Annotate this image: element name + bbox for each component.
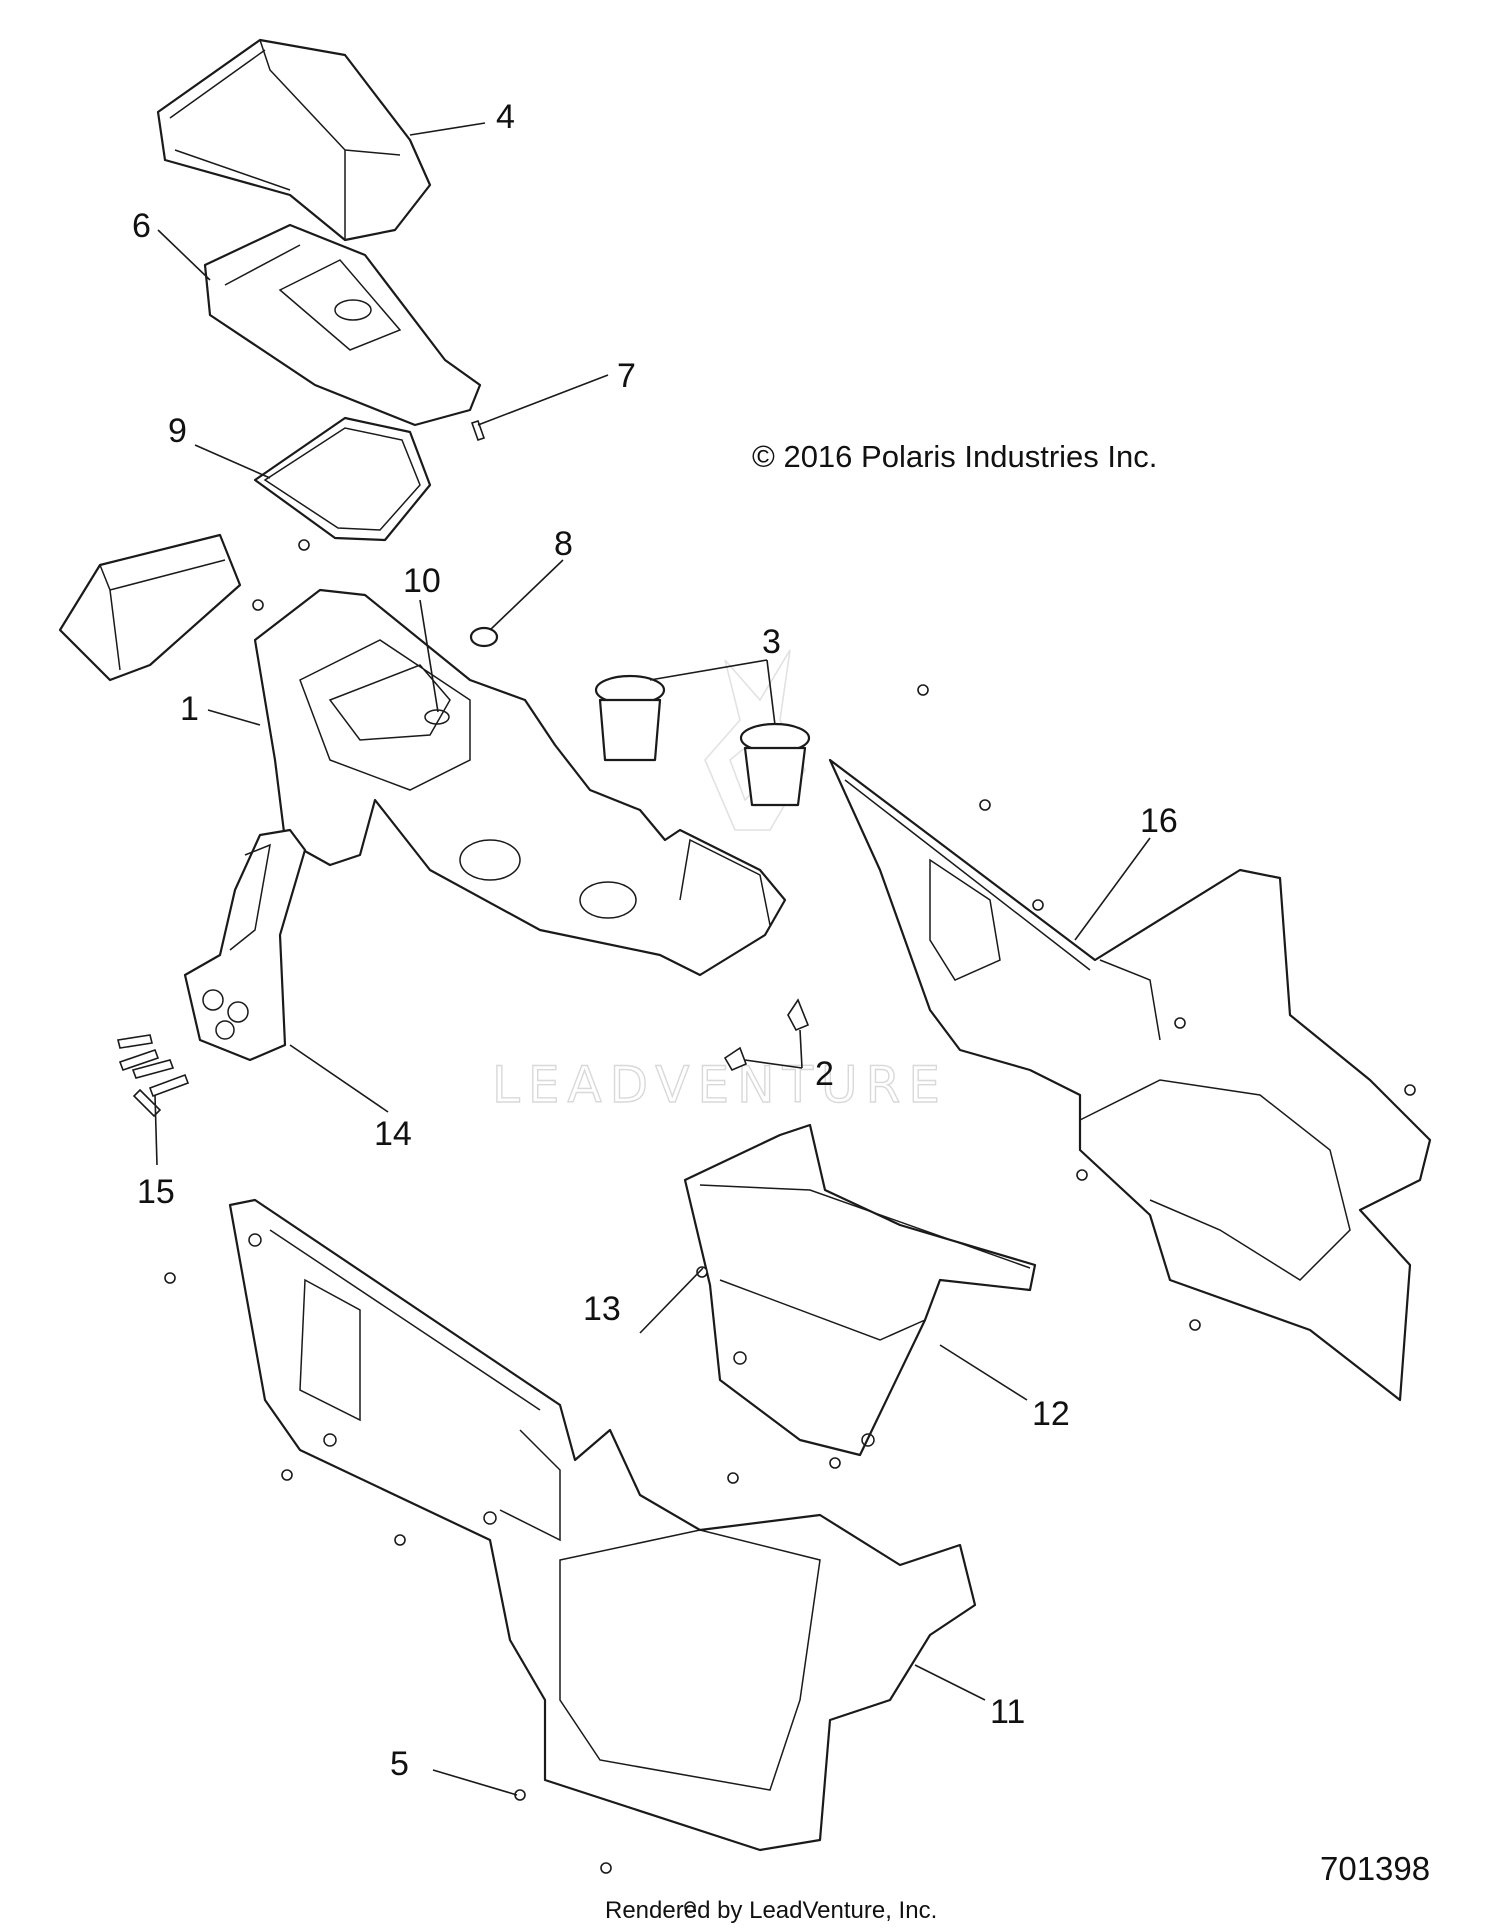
storage-bin [58, 533, 242, 682]
part-9-seal [253, 416, 432, 542]
part-1-center-console [253, 588, 787, 977]
part-11-left-side-panel [228, 1198, 977, 1852]
callout-16: 16 [1140, 802, 1178, 840]
callout-15: 15 [137, 1173, 175, 1211]
copyright-text: © 2016 Polaris Industries Inc. [752, 439, 1157, 474]
callout-5: 5 [390, 1745, 409, 1783]
callout-13: 13 [583, 1290, 621, 1328]
callout-9: 9 [168, 412, 187, 450]
callout-14: 14 [374, 1115, 412, 1153]
part-7-screw [470, 419, 486, 442]
part-15-bolts [117, 1034, 190, 1118]
diagram-number: 701398 [1320, 1850, 1430, 1887]
callout-11: 11 [990, 1693, 1025, 1731]
callout-8: 8 [554, 525, 573, 563]
part-4-console-lid [156, 38, 432, 242]
leader-lines [154, 122, 1151, 1796]
callout-10: 10 [403, 562, 441, 600]
callout-1: 1 [180, 690, 199, 728]
push-rivets [164, 539, 1416, 1913]
part-16-right-side-panel [828, 758, 1432, 1402]
callout-6: 6 [132, 207, 151, 245]
part-12-floor-panel [683, 1123, 1037, 1457]
part-6-lid-tray [203, 223, 482, 427]
callout-3: 3 [762, 623, 781, 661]
watermark-text: LEADVENTURE [492, 1056, 948, 1114]
part-3-cup-holders [594, 674, 811, 807]
callout-7: 7 [617, 357, 636, 395]
callout-2: 2 [815, 1055, 834, 1093]
part-2-clips [723, 998, 810, 1072]
render-credit: Rendered by LeadVenture, Inc. [605, 1897, 937, 1924]
callout-4: 4 [496, 98, 515, 136]
callout-12: 12 [1032, 1395, 1070, 1433]
part-8-plug [469, 626, 499, 648]
part-14-grab-handle [183, 828, 307, 1062]
